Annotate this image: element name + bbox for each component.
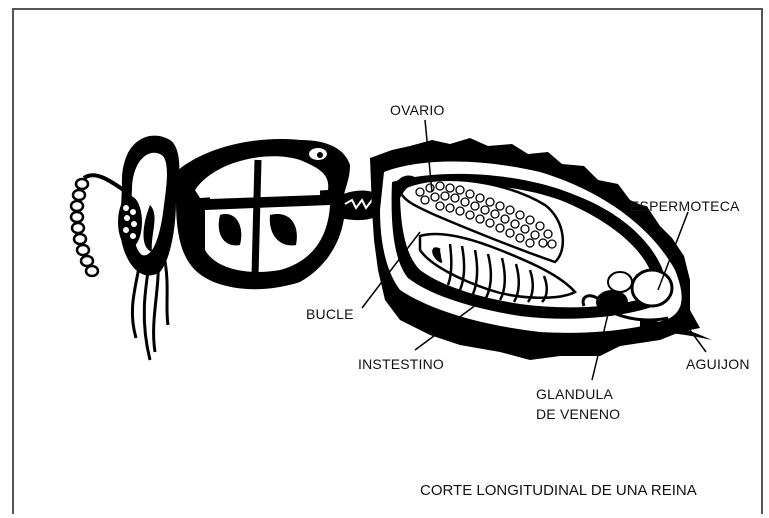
head xyxy=(118,136,179,276)
label-bucle: BUCLE xyxy=(306,306,354,322)
figure-caption: CORTE LONGITUDINAL DE UNA REINA xyxy=(420,482,697,499)
label-ovario: OVARIO xyxy=(390,102,445,118)
label-espermoteca: ESPERMOTECA xyxy=(630,198,740,214)
label-glandula-line1: GLANDULA xyxy=(536,386,613,402)
label-glandula-line2: DE VENENO xyxy=(536,406,620,422)
label-aguijon: AGUIJON xyxy=(686,356,750,372)
thorax xyxy=(176,139,350,289)
abdomen xyxy=(370,138,712,360)
label-instestino: INSTESTINO xyxy=(358,356,444,372)
